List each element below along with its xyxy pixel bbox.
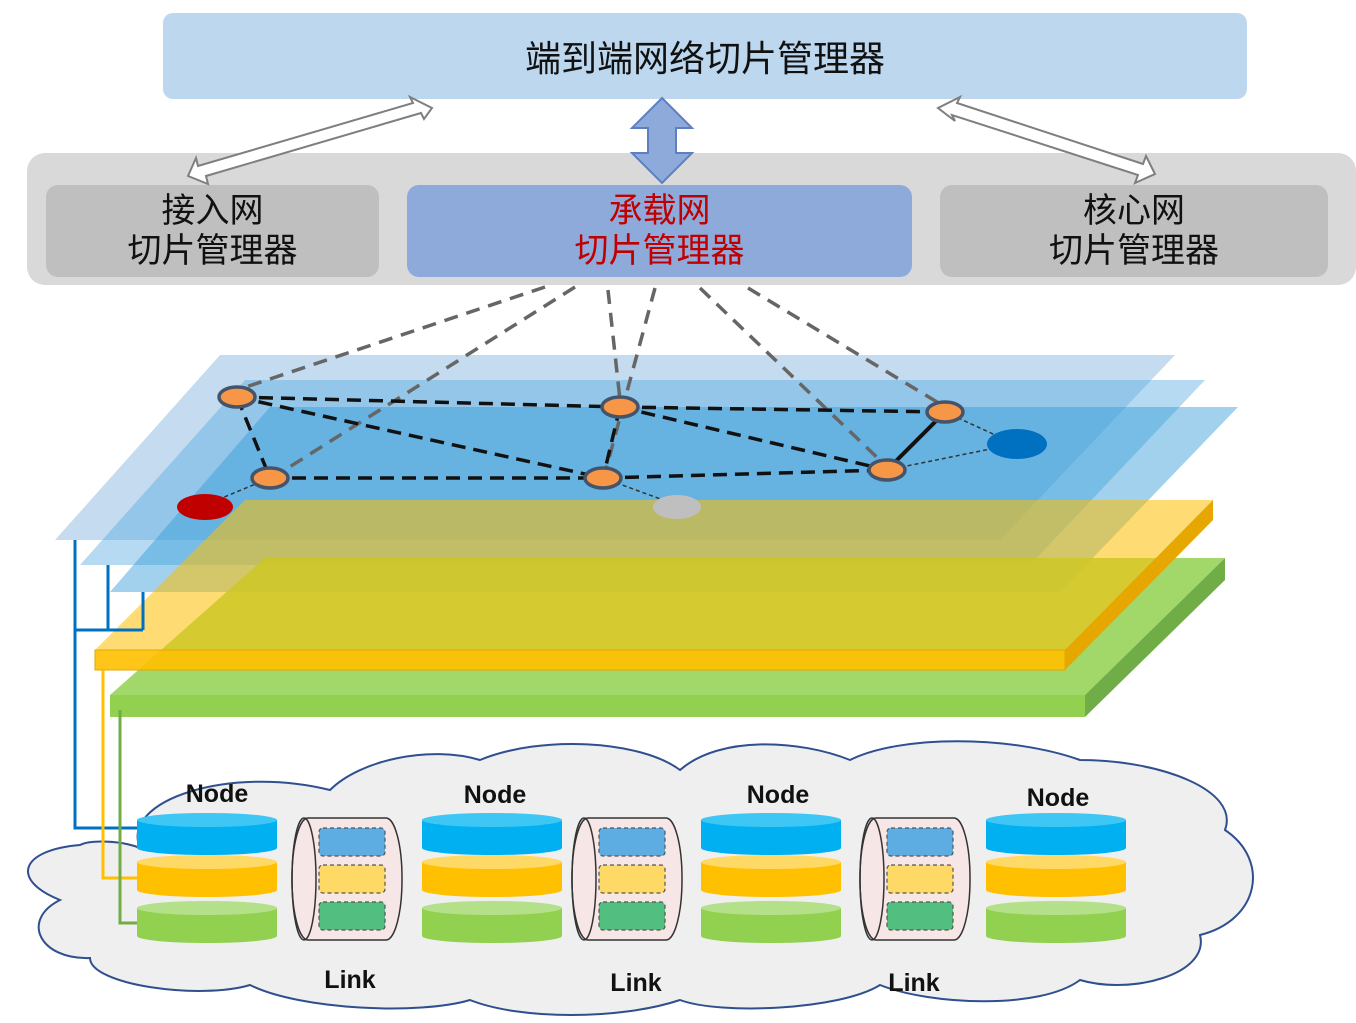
core-manager-line2: 切片管理器: [1049, 231, 1219, 271]
node-stack: [422, 813, 562, 943]
node-stack: [137, 813, 277, 943]
double-arrow-right: [936, 94, 1157, 185]
yellow-layer-top: [95, 500, 1213, 650]
router-node: [583, 466, 623, 490]
node-disk-top: [137, 813, 277, 827]
node-disk-bottom: [986, 929, 1126, 943]
router-node: [867, 458, 907, 482]
node-disk-top: [701, 813, 841, 827]
node-disk-top: [137, 855, 277, 869]
double-arrow-center: [629, 96, 695, 185]
router-node: [925, 400, 965, 424]
access-slice-manager-box: 接入网 切片管理器: [46, 185, 379, 277]
node-disk-bottom: [701, 883, 841, 897]
core-manager-line1: 核心网: [1083, 190, 1185, 231]
double-arrow-left: [186, 94, 434, 186]
manager-arrows: [186, 94, 1157, 186]
link-channel: [886, 864, 954, 894]
core-slice-manager-box: 核心网 切片管理器: [940, 185, 1328, 277]
control-lines: [236, 285, 943, 480]
node-disk-bottom: [137, 841, 277, 855]
node-stack: [986, 813, 1126, 943]
link-cylinder: [291, 817, 403, 941]
topology-nodes: [217, 385, 965, 490]
link-channel: [598, 827, 666, 857]
slice-connection-lines: [73, 540, 145, 925]
node-label: Node: [186, 780, 249, 808]
router-node: [250, 466, 290, 490]
endpoint-red: [177, 494, 233, 520]
endpoint-blue: [987, 429, 1047, 459]
access-manager-line1: 接入网: [161, 190, 264, 231]
link-tube-end: [291, 817, 317, 941]
transport-slice-manager-box: 承载网 切片管理器: [407, 185, 912, 277]
link-tube-end: [571, 817, 597, 941]
node-disk-bottom: [986, 883, 1126, 897]
node-label: Node: [1027, 784, 1090, 812]
node-stack: [701, 813, 841, 943]
link-channel: [318, 901, 386, 931]
link-channel: [886, 901, 954, 931]
node-disk-bottom: [137, 883, 277, 897]
node-disk-top: [137, 901, 277, 915]
node-label: Node: [464, 781, 527, 809]
node-disk-bottom: [422, 841, 562, 855]
node-disk-bottom: [701, 929, 841, 943]
topology-links: [235, 395, 946, 480]
link-cylinders: Link Link Link: [291, 817, 971, 997]
e2e-slice-manager-box: 端到端网络切片管理器: [163, 13, 1247, 99]
link-label: Link: [610, 969, 661, 997]
node-disk-bottom: [422, 929, 562, 943]
node-label: Node: [747, 781, 810, 809]
node-disk-top: [422, 813, 562, 827]
yellow-layer-side: [1065, 500, 1213, 670]
endpoint-gray: [653, 495, 701, 519]
transport-manager-line2: 切片管理器: [574, 231, 745, 271]
node-disk-top: [701, 855, 841, 869]
node-disk-bottom: [422, 883, 562, 897]
link-channel: [886, 827, 954, 857]
link-label: Link: [324, 966, 375, 994]
node-disk-top: [422, 855, 562, 869]
link-channel: [598, 864, 666, 894]
e2e-slice-manager-title: 端到端网络切片管理器: [524, 39, 885, 80]
link-channel: [318, 827, 386, 857]
node-disk-top: [986, 813, 1126, 827]
node-disk-top: [422, 901, 562, 915]
access-manager-line2: 切片管理器: [127, 231, 298, 271]
link-cylinder: [571, 817, 683, 941]
node-disk-top: [986, 901, 1126, 915]
link-label: Link: [888, 969, 939, 997]
node-disk-bottom: [986, 841, 1126, 855]
router-node: [600, 395, 640, 419]
yellow-layer-front: [94, 649, 1066, 671]
green-layer-side: [1085, 558, 1225, 717]
transport-manager-line1: 承载网: [608, 190, 711, 231]
link-channel: [318, 864, 386, 894]
node-disk-top: [701, 901, 841, 915]
node-disk-bottom: [137, 929, 277, 943]
router-node: [217, 385, 257, 409]
node-disk-top: [986, 855, 1126, 869]
node-disk-bottom: [701, 841, 841, 855]
link-cylinder: [859, 817, 971, 941]
link-channel: [598, 901, 666, 931]
green-layer-front: [110, 695, 1085, 717]
link-tube-end: [859, 817, 885, 941]
node-stacks: Node Node Node Node: [137, 780, 1126, 943]
physical-layers: [94, 500, 1225, 717]
